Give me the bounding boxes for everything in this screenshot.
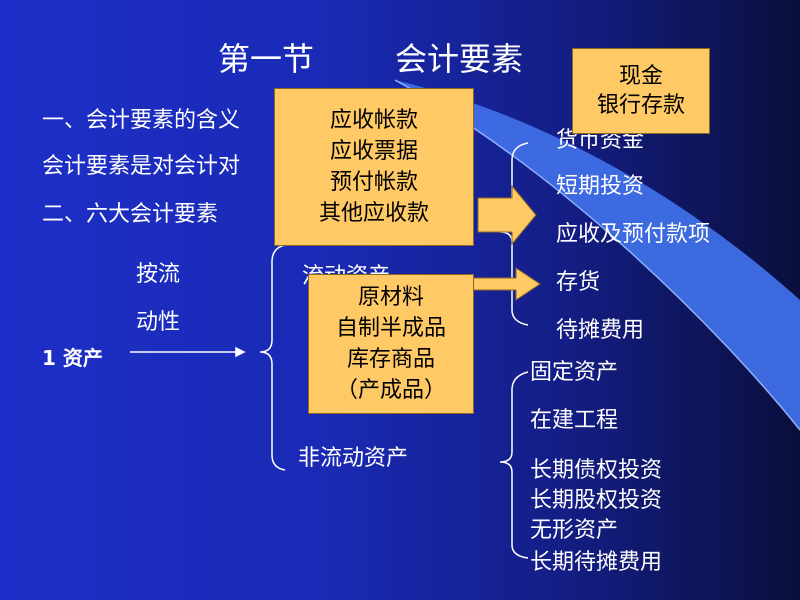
- classify-a: 按流: [136, 262, 181, 287]
- noncurrent-item: 长期待摊费用: [530, 550, 663, 575]
- line-definition: 会计要素是对会计对: [42, 154, 241, 179]
- callout-receivables-line: 应收票据: [329, 139, 418, 164]
- callout-cash-line: 现金: [618, 64, 663, 89]
- callout-inventory: 原材料 自制半成品 库存商品 （产成品）: [308, 274, 474, 414]
- current-item: 待摊费用: [556, 318, 645, 343]
- current-item: 存货: [556, 270, 601, 295]
- line-six-elements: 二、六大会计要素: [42, 202, 219, 227]
- noncurrent-item: 长期股权投资: [530, 488, 663, 513]
- callout-inventory-line: 原材料: [357, 285, 424, 310]
- slide-title-part2: 会计要素: [395, 40, 524, 78]
- callout-cash: 现金 银行存款: [572, 48, 710, 134]
- callout-cash-line: 银行存款: [596, 93, 685, 118]
- callout-receivables-line: 其他应收款: [318, 201, 429, 226]
- current-item: 应收及预付款项: [556, 222, 711, 247]
- noncurrent-item: 固定资产: [530, 360, 619, 385]
- current-item: 短期投资: [556, 174, 645, 199]
- callout-receivables-line: 预付帐款: [329, 170, 418, 195]
- noncurrent-item: 无形资产: [530, 518, 619, 543]
- noncurrent-item: 在建工程: [530, 408, 619, 433]
- category-noncurrent: 非流动资产: [298, 446, 409, 471]
- callout-inventory-line: 库存商品: [346, 347, 435, 372]
- asset-label: 1 资产: [42, 346, 103, 370]
- callout-receivables: 应收帐款 应收票据 预付帐款 其他应收款: [274, 88, 474, 246]
- noncurrent-item: 长期债权投资: [530, 458, 663, 483]
- line-meaning: 一、会计要素的含义: [42, 108, 241, 133]
- callout-inventory-line: （产成品）: [335, 378, 446, 403]
- callout-inventory-line: 自制半成品: [335, 316, 446, 341]
- slide-title-part1: 第一节: [218, 40, 315, 78]
- classify-b: 动性: [136, 310, 181, 335]
- callout-receivables-line: 应收帐款: [329, 108, 418, 133]
